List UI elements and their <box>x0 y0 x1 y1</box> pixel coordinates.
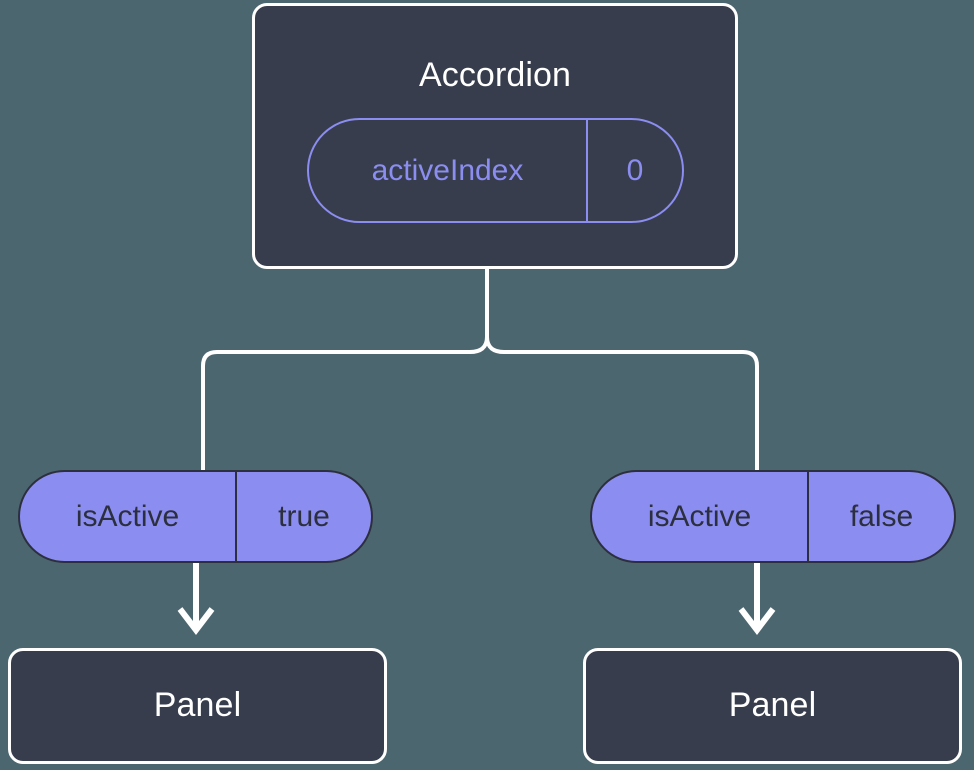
prop-pill-activeindex[interactable]: activeIndex 0 <box>307 118 684 223</box>
arrow-right-head <box>738 607 776 635</box>
edge-branch-left <box>201 335 489 472</box>
prop-key: isActive <box>75 499 180 533</box>
component-node-panel-right[interactable]: Panel <box>583 648 962 764</box>
prop-key: isActive <box>647 499 752 533</box>
prop-value: true <box>235 472 371 561</box>
prop-pill-isactive-true[interactable]: isActive true <box>18 470 373 563</box>
prop-value: false <box>807 472 954 561</box>
component-title: Accordion <box>418 56 572 94</box>
prop-value: 0 <box>586 120 682 221</box>
component-title: Panel <box>153 686 242 724</box>
component-node-panel-left[interactable]: Panel <box>8 648 387 764</box>
arrow-left-head <box>177 607 215 635</box>
component-title: Panel <box>728 686 817 724</box>
edge-branch-right <box>485 335 759 472</box>
prop-key: activeIndex <box>371 153 524 187</box>
prop-pill-isactive-false[interactable]: isActive false <box>590 470 956 563</box>
